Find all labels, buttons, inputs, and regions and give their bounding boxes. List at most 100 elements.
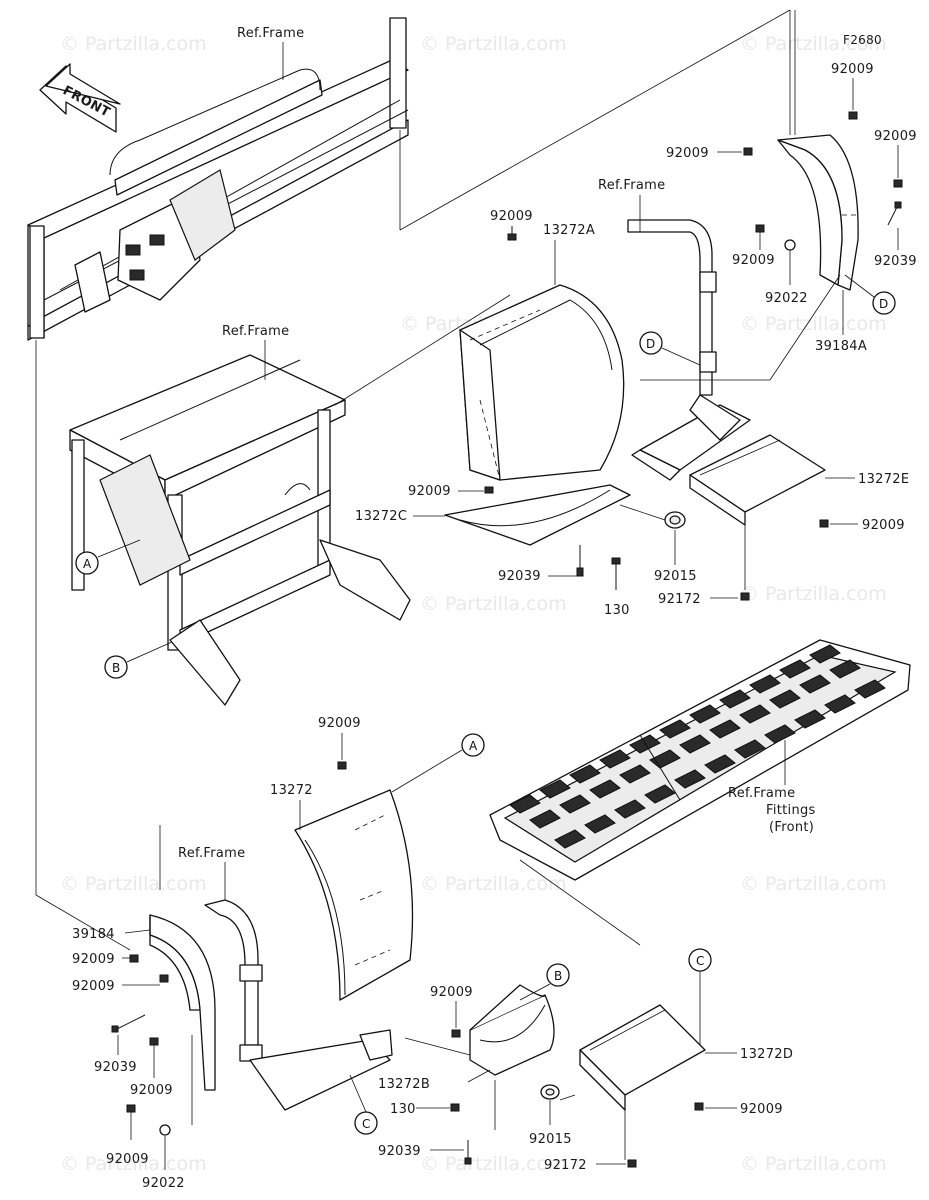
watermark: © Partzilla.com — [60, 873, 207, 895]
washer-icon — [159, 1124, 171, 1136]
callout-d: D — [844, 274, 896, 315]
ref-frame-label: Ref.Frame — [222, 324, 289, 339]
part-label-92009: 92009 — [862, 518, 905, 533]
bolt-icon — [819, 519, 829, 528]
leader-line — [124, 929, 151, 934]
middle-frame — [69, 354, 411, 706]
front-frame-bracket — [204, 899, 393, 1111]
watermark: © Partzilla.com — [740, 33, 887, 55]
bolt-icon — [337, 761, 347, 770]
part-label-39184: 39184 — [72, 927, 115, 942]
part-label-92172: 92172 — [544, 1158, 587, 1173]
figure-code: F2680 — [843, 33, 882, 47]
svg-text:A: A — [469, 739, 478, 753]
part-label-92009: 92009 — [130, 1083, 173, 1098]
watermark: © Partzilla.com — [420, 1153, 567, 1175]
callout-a: A — [75, 539, 141, 575]
watermark: © Partzilla.com — [420, 33, 567, 55]
part-label-92009: 92009 — [72, 979, 115, 994]
clip-icon — [111, 1014, 146, 1033]
grommet-icon — [540, 1084, 560, 1100]
floor-mat — [489, 639, 911, 881]
ref-frame-label: Ref.Frame — [598, 178, 665, 193]
part-label-92039: 92039 — [94, 1060, 137, 1075]
fittings-label-line2: Fittings — [766, 803, 816, 818]
part-label-92009: 92009 — [490, 209, 533, 224]
fittings-label-line1: Ref.Frame — [728, 786, 795, 801]
watermark: © Partzilla.com — [60, 33, 207, 55]
watermark: © Partzilla.com — [740, 873, 887, 895]
part-label-92009: 92009 — [666, 146, 709, 161]
bolt-icon — [507, 226, 517, 241]
grommet-icon — [664, 511, 686, 529]
part-label-92015: 92015 — [654, 569, 697, 584]
guide-line — [559, 1094, 576, 1101]
leader-line — [467, 1069, 491, 1083]
part-label-92009: 92009 — [318, 716, 361, 731]
part-label-13272: 13272 — [270, 783, 313, 798]
clip-icon — [887, 201, 902, 226]
part-label-92009: 92009 — [732, 253, 775, 268]
watermark: © Partzilla.com — [420, 593, 567, 615]
bolt-icon — [740, 592, 750, 601]
part-label-13272e: 13272E — [858, 472, 909, 487]
part-label-92009: 92009 — [106, 1152, 149, 1167]
callout-d: D — [639, 331, 701, 366]
fittings-label-line3: (Front) — [769, 820, 814, 835]
front-arrow-icon: FRONT — [39, 63, 121, 133]
part-label-130: 130 — [604, 603, 630, 618]
bolt-icon — [159, 974, 169, 983]
bolt-icon — [149, 1037, 159, 1046]
part-label-92022: 92022 — [142, 1176, 185, 1191]
watermark: © Partzilla.com — [60, 1153, 207, 1175]
fender-13272a — [444, 284, 631, 546]
part-label-92022: 92022 — [765, 291, 808, 306]
part-label-92009: 92009 — [72, 952, 115, 967]
part-label-92009: 92009 — [740, 1102, 783, 1117]
part-label-13272c: 13272C — [355, 509, 407, 524]
skid-plate-13272e — [689, 434, 826, 590]
part-label-92009: 92009 — [408, 484, 451, 499]
callout-b: B — [104, 641, 173, 679]
part-label-92172: 92172 — [658, 592, 701, 607]
svg-text:D: D — [879, 297, 888, 311]
clip-icon — [464, 1140, 472, 1165]
rear-frame-bracket — [627, 219, 751, 481]
part-label-92039: 92039 — [378, 1144, 421, 1159]
part-label-92039: 92039 — [874, 254, 917, 269]
guide-line — [619, 504, 666, 521]
bolt-icon — [484, 486, 494, 494]
part-label-130: 130 — [390, 1102, 416, 1117]
svg-text:A: A — [83, 557, 92, 571]
part-label-92009: 92009 — [874, 129, 917, 144]
bolt-icon — [694, 1102, 704, 1111]
skid-plate-13272d — [579, 1004, 706, 1160]
guide-line — [519, 859, 641, 946]
guide-lines — [35, 9, 791, 951]
bolt-icon — [627, 1159, 637, 1168]
part-label-92015: 92015 — [529, 1132, 572, 1147]
watermark: © Partzilla.com — [740, 313, 887, 335]
svg-text:D: D — [646, 337, 655, 351]
svg-text:B: B — [554, 969, 562, 983]
part-label-92039: 92039 — [498, 569, 541, 584]
svg-text:B: B — [112, 661, 120, 675]
washer-icon — [784, 239, 796, 251]
bolt-icon — [893, 179, 903, 188]
mud-flap-39184 — [149, 914, 216, 1091]
splash-guard-13272b — [469, 984, 555, 1076]
part-label-13272d: 13272D — [740, 1047, 793, 1062]
part-label-13272b: 13272B — [378, 1077, 430, 1092]
callout-b: B — [519, 963, 570, 1001]
guide-line — [404, 1037, 471, 1056]
callout-a: A — [391, 733, 485, 793]
callout-c: C — [688, 948, 712, 1045]
bolt-icon — [126, 1104, 136, 1113]
guide-line — [769, 274, 841, 381]
rear-frame — [27, 17, 409, 341]
bolt-icon — [450, 1103, 460, 1112]
bolt-icon — [129, 954, 139, 963]
watermark: © Partzilla.com — [740, 1153, 887, 1175]
